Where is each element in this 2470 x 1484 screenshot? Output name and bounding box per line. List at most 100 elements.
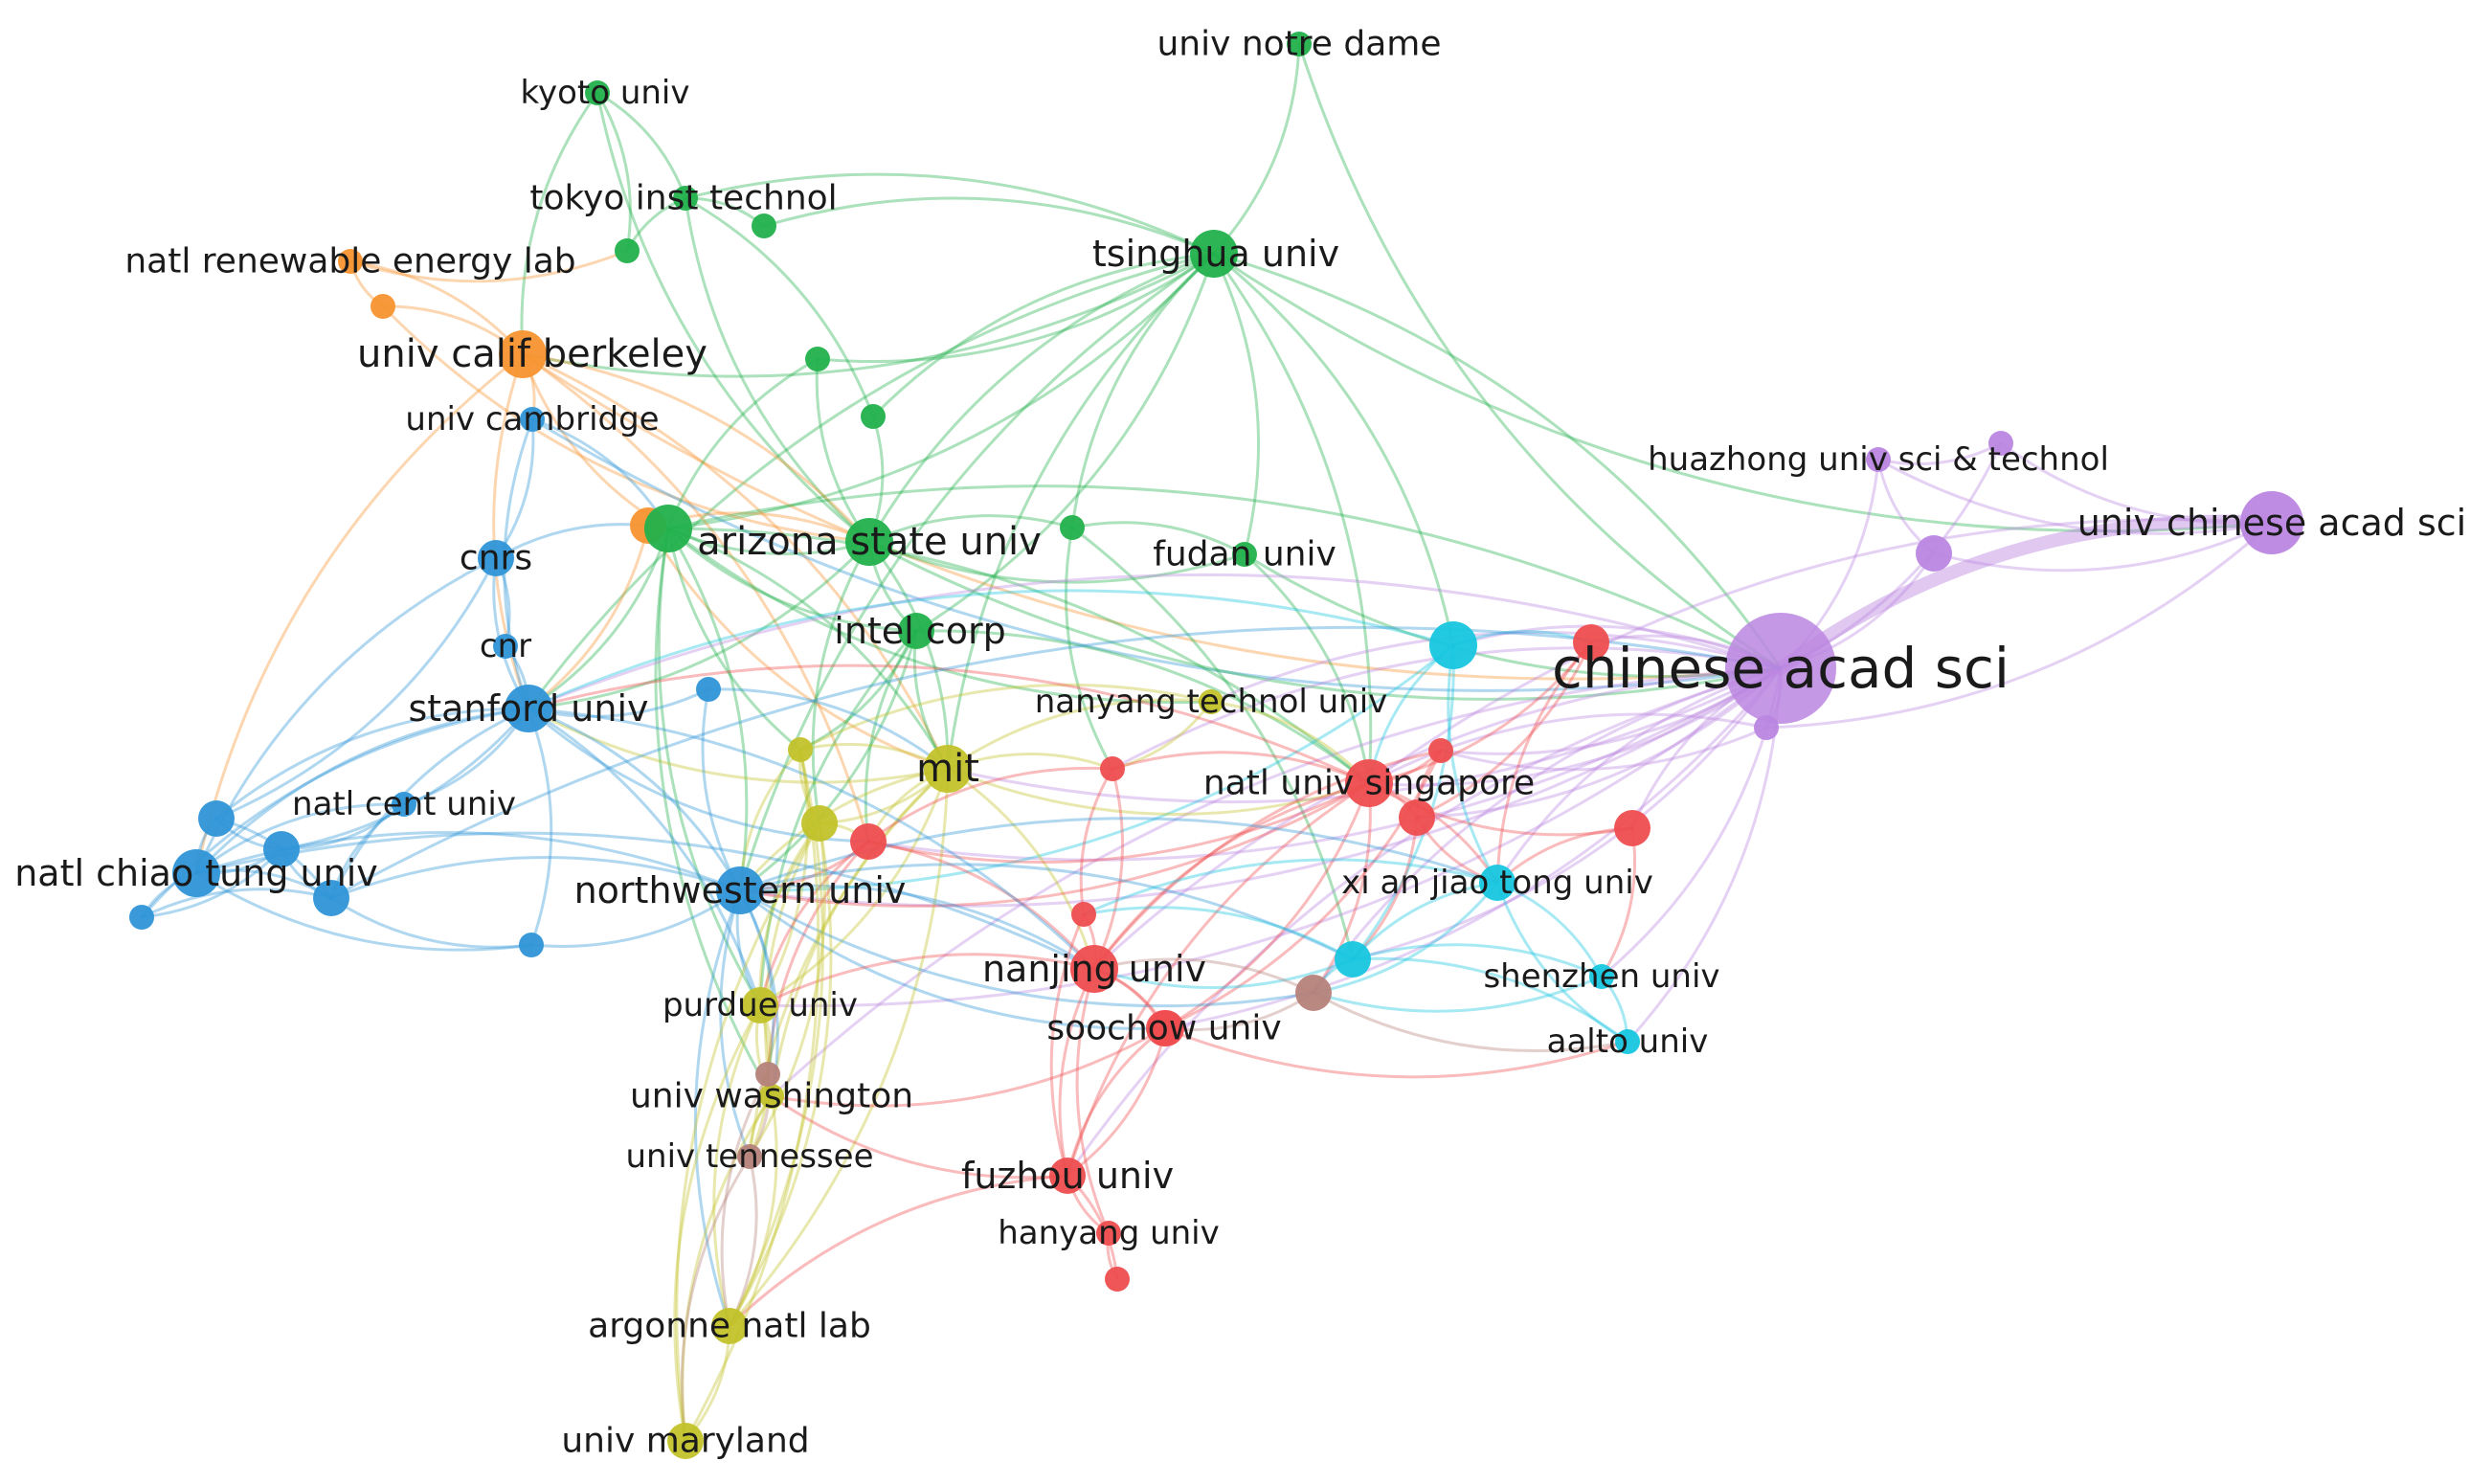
node-u-green-4[interactable]: [861, 404, 886, 429]
edge-shenzhen-univ--u-brown-1: [1312, 975, 1604, 1013]
node-u-blue-3[interactable]: [263, 831, 300, 867]
edge-u-red-7--fuzhou-univ: [1049, 912, 1086, 1178]
node-u-red-7[interactable]: [1071, 902, 1096, 927]
edge-chinese-acad-sci--natl-univ-singapore: [1367, 666, 1783, 787]
edge-fudan-univ--natl-univ-singapore: [1243, 552, 1371, 785]
node-arizona-state-univ[interactable]: [845, 518, 893, 566]
node-u-green-5[interactable]: [644, 505, 692, 552]
node-nanyang-technol-univ[interactable]: [1199, 689, 1224, 714]
label-univ-washington: univ washington: [630, 1077, 913, 1116]
edge-u-green-5--intel-corp: [666, 527, 918, 633]
edge-u-cyan-1--stanford-univ: [527, 589, 1455, 710]
label-northwestern-univ: northwestern univ: [574, 869, 907, 911]
edge-u-blue-2--cnrs: [214, 556, 498, 821]
node-cnrs[interactable]: [478, 540, 514, 576]
node-northwestern-univ[interactable]: [716, 866, 764, 914]
edge-natl-univ-singapore--u-red-5: [1367, 781, 1634, 837]
node-univ-cambridge[interactable]: [520, 407, 545, 432]
node-huazhong-univ[interactable]: [1866, 447, 1891, 472]
edge-u-purple-2--univ-chinese-acad-sci: [1932, 521, 2274, 573]
node-u-brown-1[interactable]: [1295, 975, 1332, 1011]
node-u-green-3[interactable]: [805, 347, 830, 371]
node-chinese-acad-sci[interactable]: [1725, 613, 1836, 724]
label-purdue-univ: purdue univ: [662, 986, 858, 1024]
edge-u-orange-3--stanford-univ: [527, 524, 650, 710]
node-hanyang-univ[interactable]: [1096, 1221, 1121, 1246]
edge-intel-corp--natl-univ-singapore: [914, 629, 1371, 785]
edge-u-blue-4--u-blue-6: [140, 888, 333, 919]
node-u-cyan-1[interactable]: [1429, 621, 1477, 669]
node-u-brown-2[interactable]: [755, 1062, 780, 1087]
label-univ-tennessee: univ tennessee: [625, 1137, 873, 1176]
node-tokyo-inst-technol[interactable]: [673, 186, 698, 211]
node-u-cyan-2[interactable]: [1335, 941, 1371, 978]
edge-soochow-univ--univ-washington: [770, 1026, 1166, 1108]
label-intel-corp: intel corp: [834, 610, 1005, 652]
node-u-red-6[interactable]: [1428, 738, 1453, 763]
node-natl-renewable-energy-lab[interactable]: [338, 249, 363, 274]
node-univ-tennessee[interactable]: [737, 1144, 762, 1169]
label-argonne-natl-lab: argonne natl lab: [588, 1307, 871, 1346]
node-natl-cent-univ[interactable]: [392, 792, 416, 817]
node-u-blue-5[interactable]: [519, 933, 544, 957]
node-u-blue-4[interactable]: [313, 880, 349, 916]
node-natl-univ-singapore[interactable]: [1345, 759, 1393, 807]
node-shenzhen-univ[interactable]: [1589, 964, 1614, 989]
node-univ-washington[interactable]: [759, 1084, 784, 1109]
node-u-green-6[interactable]: [1060, 515, 1085, 540]
node-natl-chiao-tung-univ[interactable]: [172, 849, 220, 897]
node-u-red-5[interactable]: [1614, 810, 1650, 846]
node-fuzhou-univ[interactable]: [1049, 1158, 1086, 1194]
node-mit[interactable]: [924, 745, 972, 793]
edge-univ-tennessee--argonne-natl-lab: [728, 1155, 758, 1328]
node-univ-calif-berkeley[interactable]: [499, 330, 547, 378]
node-u-green-1[interactable]: [615, 238, 640, 263]
edge-mit--northwestern-univ: [738, 767, 950, 892]
node-tsinghua-univ[interactable]: [1190, 230, 1238, 278]
node-kyoto-univ[interactable]: [585, 80, 610, 105]
label-cnrs: cnrs: [460, 539, 532, 578]
edge-intel-corp--purdue-univ: [758, 629, 918, 1007]
label-nanyang-technol-univ: nanyang technol univ: [1035, 683, 1388, 721]
label-tsinghua-univ: tsinghua univ: [1092, 233, 1339, 275]
node-stanford-univ[interactable]: [505, 685, 552, 732]
node-u-yellow-2[interactable]: [801, 805, 838, 842]
edge-u-blue-4--chinese-acad-sci: [329, 625, 1783, 900]
edge-u-red-2--nanjing-univ: [1092, 767, 1124, 971]
node-nanjing-univ[interactable]: [1070, 945, 1118, 993]
edge-tokyo-inst-technol--arizona-state-univ: [684, 196, 871, 544]
node-argonne-natl-lab[interactable]: [711, 1308, 748, 1344]
node-cnr[interactable]: [493, 634, 518, 659]
edge-u-red-3--xi-an-jiao-tong-univ: [1495, 641, 1593, 885]
node-u-red-2[interactable]: [1100, 756, 1125, 781]
node-u-red-4[interactable]: [1399, 799, 1435, 836]
edge-tsinghua-univ--fudan-univ: [1212, 252, 1261, 556]
edge-univ-calif-berkeley--u-red-1: [521, 352, 870, 843]
node-u-red-8[interactable]: [1148, 1010, 1184, 1046]
edge-xi-an-jiao-tong-univ--u-brown-1: [1312, 881, 1499, 995]
node-u-orange-2[interactable]: [370, 294, 395, 319]
node-univ-notre-dame[interactable]: [1287, 32, 1312, 56]
node-u-purple-3[interactable]: [1754, 715, 1779, 740]
node-xi-an-jiao-tong-univ[interactable]: [1479, 865, 1516, 901]
node-univ-chinese-acad-sci[interactable]: [2240, 491, 2303, 554]
node-u-red-3[interactable]: [1573, 624, 1609, 661]
label-chinese-acad-sci: chinese acad sci: [1552, 636, 2010, 701]
node-purdue-univ[interactable]: [742, 987, 778, 1023]
node-u-red-9[interactable]: [1105, 1267, 1130, 1292]
node-u-blue-2[interactable]: [198, 800, 235, 837]
node-univ-maryland[interactable]: [667, 1423, 704, 1459]
label-arizona-state-univ: arizona state univ: [697, 520, 1042, 564]
node-u-blue-1[interactable]: [696, 677, 721, 702]
node-u-green-2[interactable]: [752, 214, 776, 238]
node-u-blue-6[interactable]: [129, 905, 154, 930]
node-u-purple-2[interactable]: [1916, 535, 1952, 572]
node-intel-corp[interactable]: [898, 613, 934, 649]
node-fudan-univ[interactable]: [1232, 542, 1257, 567]
node-aalto-univ[interactable]: [1615, 1029, 1640, 1054]
node-u-purple-1[interactable]: [1988, 431, 2013, 456]
node-u-yellow-1[interactable]: [788, 737, 813, 762]
edge-tsinghua-univ--northwestern-univ: [738, 252, 1216, 892]
label-xi-an-jiao-tong-univ: xi an jiao tong univ: [1341, 864, 1653, 902]
node-u-red-1[interactable]: [850, 823, 887, 860]
